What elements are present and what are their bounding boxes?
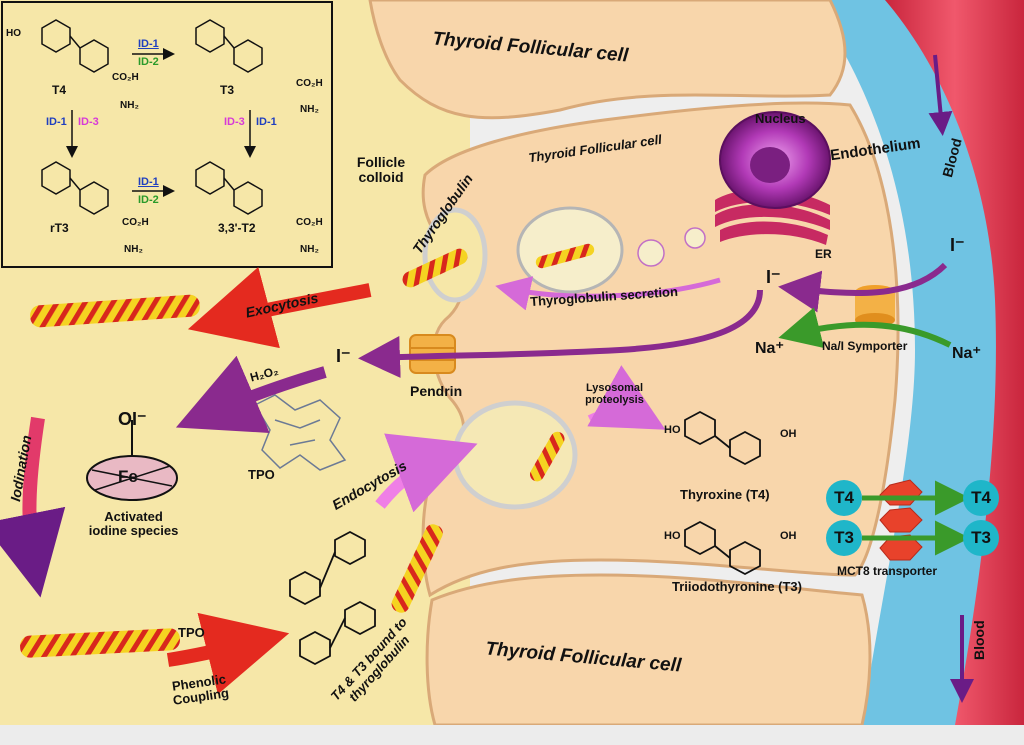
- inset-left-arrow-label-2: ID-3: [78, 116, 99, 128]
- label-oxyiodide: OI⁻: [118, 409, 147, 429]
- t4-intracellular-badge: T4: [826, 480, 862, 516]
- label-ho-t3: HO: [664, 530, 681, 542]
- inset-molecule-structures: [41, 19, 263, 215]
- label-pendrin: Pendrin: [410, 383, 463, 399]
- thyroglobulin-helix-bound: [391, 524, 443, 613]
- inset-label-t2: 3,3'-T2: [218, 221, 256, 235]
- inset-co2h-t4: CO₂H: [112, 72, 139, 83]
- label-oh-t4: OH: [780, 428, 797, 440]
- thyroglobulin-helix-secretion: [535, 243, 595, 269]
- inset-nh2-rt3: NH₂: [124, 244, 143, 255]
- sodium-uptake-arrow: [778, 307, 952, 349]
- lysosomal-proteolysis-arrow: [587, 365, 666, 430]
- inset-co2h-rt3: CO₂H: [122, 217, 149, 228]
- label-na-i-symporter: Na/I Symporter: [822, 339, 908, 353]
- iodide-transport-arrow: [358, 289, 763, 378]
- inset-top-arrow-label-2: ID-2: [138, 56, 159, 68]
- inset-label-t4: T4: [52, 83, 67, 97]
- thyroglobulin-helix-iodinated: [20, 628, 180, 658]
- label-thyroxine: Thyroxine (T4): [680, 487, 770, 502]
- thyroglobulin-helix-pocket: [402, 248, 468, 288]
- iodination-arrow: [0, 416, 66, 598]
- inset-top-arrow-label-1: ID-1: [138, 38, 159, 50]
- t4-blood-badge: T4: [963, 480, 999, 516]
- thyroglobulin-helix-colloid: [30, 294, 200, 328]
- endocytic-vesicle: [452, 400, 578, 510]
- label-lysosomal-proteolysis: Lysosomal proteolysis: [585, 382, 644, 407]
- inset-bottom-arrow-label-1: ID-1: [138, 176, 159, 188]
- label-iodide-colloid: I⁻: [336, 346, 351, 366]
- inset-nh2-t2: NH₂: [300, 244, 319, 255]
- small-vesicle-2: [684, 227, 706, 249]
- label-sodium-blood: Na⁺: [952, 345, 981, 362]
- label-oh-t3: OH: [780, 530, 797, 542]
- inset-label-t3: T3: [220, 83, 235, 97]
- label-fe: Fe: [118, 467, 138, 486]
- label-er: ER: [815, 247, 832, 261]
- label-triiodothyronine: Triiodothyronine (T3): [672, 579, 802, 594]
- label-iodide-cell: I⁻: [766, 267, 781, 287]
- t3-intracellular-badge: T3: [826, 520, 862, 556]
- blood-flow-arrow-top: [928, 54, 953, 136]
- iodide-uptake-arrow: [778, 262, 948, 313]
- footer-bar: [0, 725, 1024, 745]
- inset-right-arrow-label-2: ID-1: [256, 116, 277, 128]
- nucleolus: [750, 147, 790, 183]
- mct8-transporter-icon: [879, 479, 923, 561]
- inset-label-rt3: rT3: [50, 221, 69, 235]
- label-follicle-colloid: Follicle colloid: [356, 154, 406, 186]
- bottom-follicular-cell: [425, 573, 872, 727]
- endocytosis-arrow: [375, 433, 478, 513]
- top-follicular-cell: [368, 0, 847, 120]
- inset-co2h-t2: CO₂H: [296, 217, 323, 228]
- tpo-enzyme-structure: [253, 394, 347, 471]
- deiodinase-inset-panel: [1, 1, 333, 268]
- exocytosis-arrow: [187, 266, 372, 349]
- inset-left-arrow-label-1: ID-1: [46, 116, 67, 128]
- h2o2-arrow: [175, 355, 327, 433]
- thyroglobulin-helix-endosome: [530, 431, 565, 482]
- label-tpo-coupling: TPO: [178, 625, 205, 640]
- label-blood-bottom: Blood: [971, 620, 987, 660]
- hormone-structures: [289, 410, 761, 666]
- label-nucleus: Nucleus: [755, 111, 806, 126]
- label-mct8-transporter: MCT8 transporter: [836, 564, 937, 578]
- label-ho-t4: HO: [664, 424, 681, 436]
- label-iodide-blood: I⁻: [950, 235, 965, 255]
- t3-blood-badge: T3: [963, 520, 999, 556]
- inset-right-arrow-label-1: ID-3: [224, 116, 245, 128]
- inset-ho-t4: HO: [6, 28, 21, 39]
- label-sodium-cell: Na⁺: [755, 340, 784, 357]
- label-tpo: TPO: [248, 467, 275, 482]
- inset-nh2-t4: NH₂: [120, 100, 139, 111]
- phenolic-coupling-arrow: [166, 612, 290, 695]
- small-vesicle-1: [637, 239, 665, 267]
- inset-bottom-arrow-label-2: ID-2: [138, 194, 159, 206]
- thyroglobulin-secretion-arrow: [495, 276, 721, 311]
- label-activated-iodine: Activated iodine species: [88, 509, 179, 539]
- inset-nh2-t3: NH₂: [300, 104, 319, 115]
- inset-co2h-t3: CO₂H: [296, 78, 323, 89]
- fe-heme-icon: [86, 420, 178, 501]
